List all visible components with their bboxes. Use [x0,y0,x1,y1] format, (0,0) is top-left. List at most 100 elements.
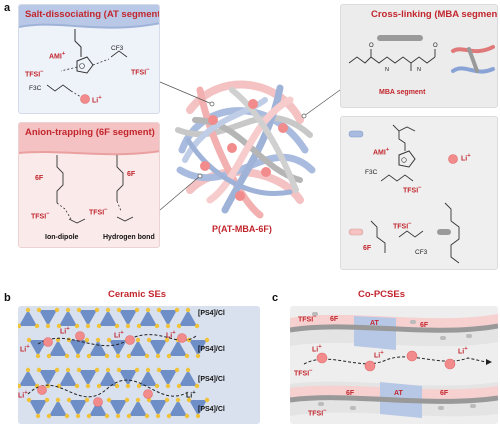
ps4-tetrahedron [149,340,167,356]
li-ion-salt-box [80,94,90,104]
s-atom [114,323,120,329]
ps4-tetrahedron [159,310,177,326]
ps4-label-4: [PS4]/Cl [198,406,225,413]
ps4-tetrahedron [69,400,87,416]
ps4-tetrahedron [89,340,107,356]
tfsi-legend-label-b: TFSI− [393,221,412,231]
tfsi-c-1: TFSI− [298,314,317,324]
li-hopping-path [27,379,189,398]
s-atom [194,383,200,389]
li-ceramic-5: Li+ [18,390,28,400]
s-atom [165,383,171,389]
s-atom [126,413,132,419]
li-c-2: Li+ [374,350,384,360]
co-pcse-drawing [290,312,498,418]
ps4-tetrahedron [29,400,47,416]
cf3-right-label: CF3 [111,45,124,52]
six-f-c-4: 6F [440,390,449,397]
f3c-left-label: F3C [29,85,42,92]
ps4-tetrahedron [59,370,77,386]
s-atom [55,397,61,403]
li-legend-dot [448,154,458,164]
cf3-legend-label: CF3 [415,249,428,256]
s-atom [86,413,92,419]
at-c-1: AT [370,320,379,327]
mba-box-title: Cross-linking (MBA segment) [371,9,498,20]
s-atom [86,353,92,359]
li-ceramic-3: Li+ [114,330,124,340]
s-atom [94,307,100,313]
s-atom [65,367,71,373]
ps4-tetrahedron [49,340,67,356]
s-atom [185,367,191,373]
s-atom [164,337,170,343]
s-atom [64,413,70,419]
ps4-tetrahedron [19,310,37,326]
s-atom [116,307,122,313]
ps4-tetrahedron [189,400,207,416]
legend-box: AMI+ Li+ F3C TFSI− TFSI− 6F CF3 [340,116,498,270]
s-atom [74,323,80,329]
panel-c-label: c [272,292,279,304]
s-atom [185,307,191,313]
li-ceramic-2: Li+ [60,326,70,336]
s-atom [176,323,182,329]
ps4-tetrahedron [79,310,97,326]
s-atom [25,367,31,373]
svg-text:N: N [385,67,389,73]
li-label-salt: Li+ [92,95,102,105]
s-atom [105,307,111,313]
anion-trapping-box: Anion-trapping (6F segment) 6F 6F TFSI− … [18,122,160,248]
six-f-right-label: 6F [127,171,136,178]
s-atom [156,307,162,313]
ps4-tetrahedron [59,310,77,326]
s-atom [115,353,121,359]
s-atom [155,353,161,359]
s-atom [174,367,180,373]
s-atom [164,397,170,403]
s-atom [18,383,22,389]
legend-drawing [348,124,460,264]
s-atom [36,307,42,313]
s-atom [195,353,201,359]
s-atom [84,397,90,403]
s-atom [36,367,42,373]
s-atom [166,353,172,359]
s-atom [175,397,181,403]
ps4-tetrahedron [149,400,167,416]
s-atom [146,337,152,343]
li-legend-label: Li+ [461,153,471,163]
li-ceramic-6: Li+ [186,390,196,400]
ps4-label-3: [PS4]/Cl [198,376,225,383]
s-atom [166,413,172,419]
svg-text:O: O [433,43,438,49]
ps4-tetrahedron [169,400,187,416]
ceramic-title: Ceramic SEs [108,289,167,300]
cross-linking-box: O O N N Cross-linking (MBA segment) MBA … [340,4,498,108]
s-atom [96,383,102,389]
li-ion [37,385,47,395]
tfsi-legend-label-a: TFSI− [403,185,422,195]
li-c-3: Li+ [458,346,468,356]
co-pcse-box: TFSI− TFSI− TFSI− 6F 6F 6F 6F AT AT Li+ … [290,306,498,424]
ps4-tetrahedron [139,370,157,386]
s-atom [75,353,81,359]
hydrogen-bond-caption: Hydrogen bond [103,234,155,241]
s-atom [45,383,51,389]
six-f-c-2: 6F [420,322,429,329]
s-atom [204,337,210,343]
ps4-tetrahedron [129,400,147,416]
s-atom [125,383,131,389]
s-atom [64,353,70,359]
s-atom [45,323,51,329]
svg-text:O: O [369,43,374,49]
ceramic-lattice [18,307,210,419]
ps4-tetrahedron [79,370,97,386]
s-atom [176,383,182,389]
ps4-tetrahedron [129,340,147,356]
six-f-legend-label: 6F [363,245,372,252]
s-atom [116,367,122,373]
ami-label: AMI+ [49,51,66,61]
f3c-legend-label: F3C [365,169,378,176]
s-atom [85,383,91,389]
